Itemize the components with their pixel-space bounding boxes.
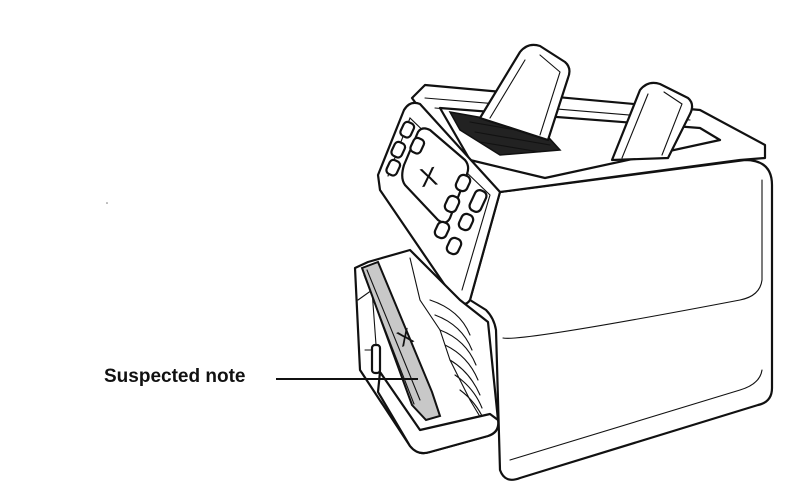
hopper-guide-right-inner <box>621 91 683 159</box>
stacker-handle <box>370 343 382 375</box>
panel-button-1[interactable] <box>399 120 416 139</box>
hopper-guide-left-inner <box>489 54 561 136</box>
panel-button-6[interactable] <box>468 188 488 213</box>
panel-button-5[interactable] <box>454 173 472 193</box>
stacker-slots <box>429 299 485 421</box>
scan-speck <box>106 202 108 204</box>
panel-button-7[interactable] <box>443 194 461 214</box>
panel-button-3[interactable] <box>385 158 402 177</box>
panel-button-8[interactable] <box>457 212 475 232</box>
machine-body <box>468 158 774 481</box>
panel-button-2[interactable] <box>390 140 407 159</box>
body-contour <box>502 179 763 339</box>
stacker-base <box>376 370 500 455</box>
body-contour-lower <box>509 369 763 461</box>
display-x-mark: X <box>417 161 439 194</box>
hopper-guide-right <box>610 81 694 162</box>
panel-button-9[interactable] <box>433 220 451 240</box>
panel-button-4[interactable] <box>409 136 426 155</box>
panel-button-10[interactable] <box>445 236 463 256</box>
callout-label-suspected-note: Suspected note <box>104 366 246 387</box>
hopper-guide-left <box>478 43 571 142</box>
suspected-note-sheet <box>360 260 442 422</box>
